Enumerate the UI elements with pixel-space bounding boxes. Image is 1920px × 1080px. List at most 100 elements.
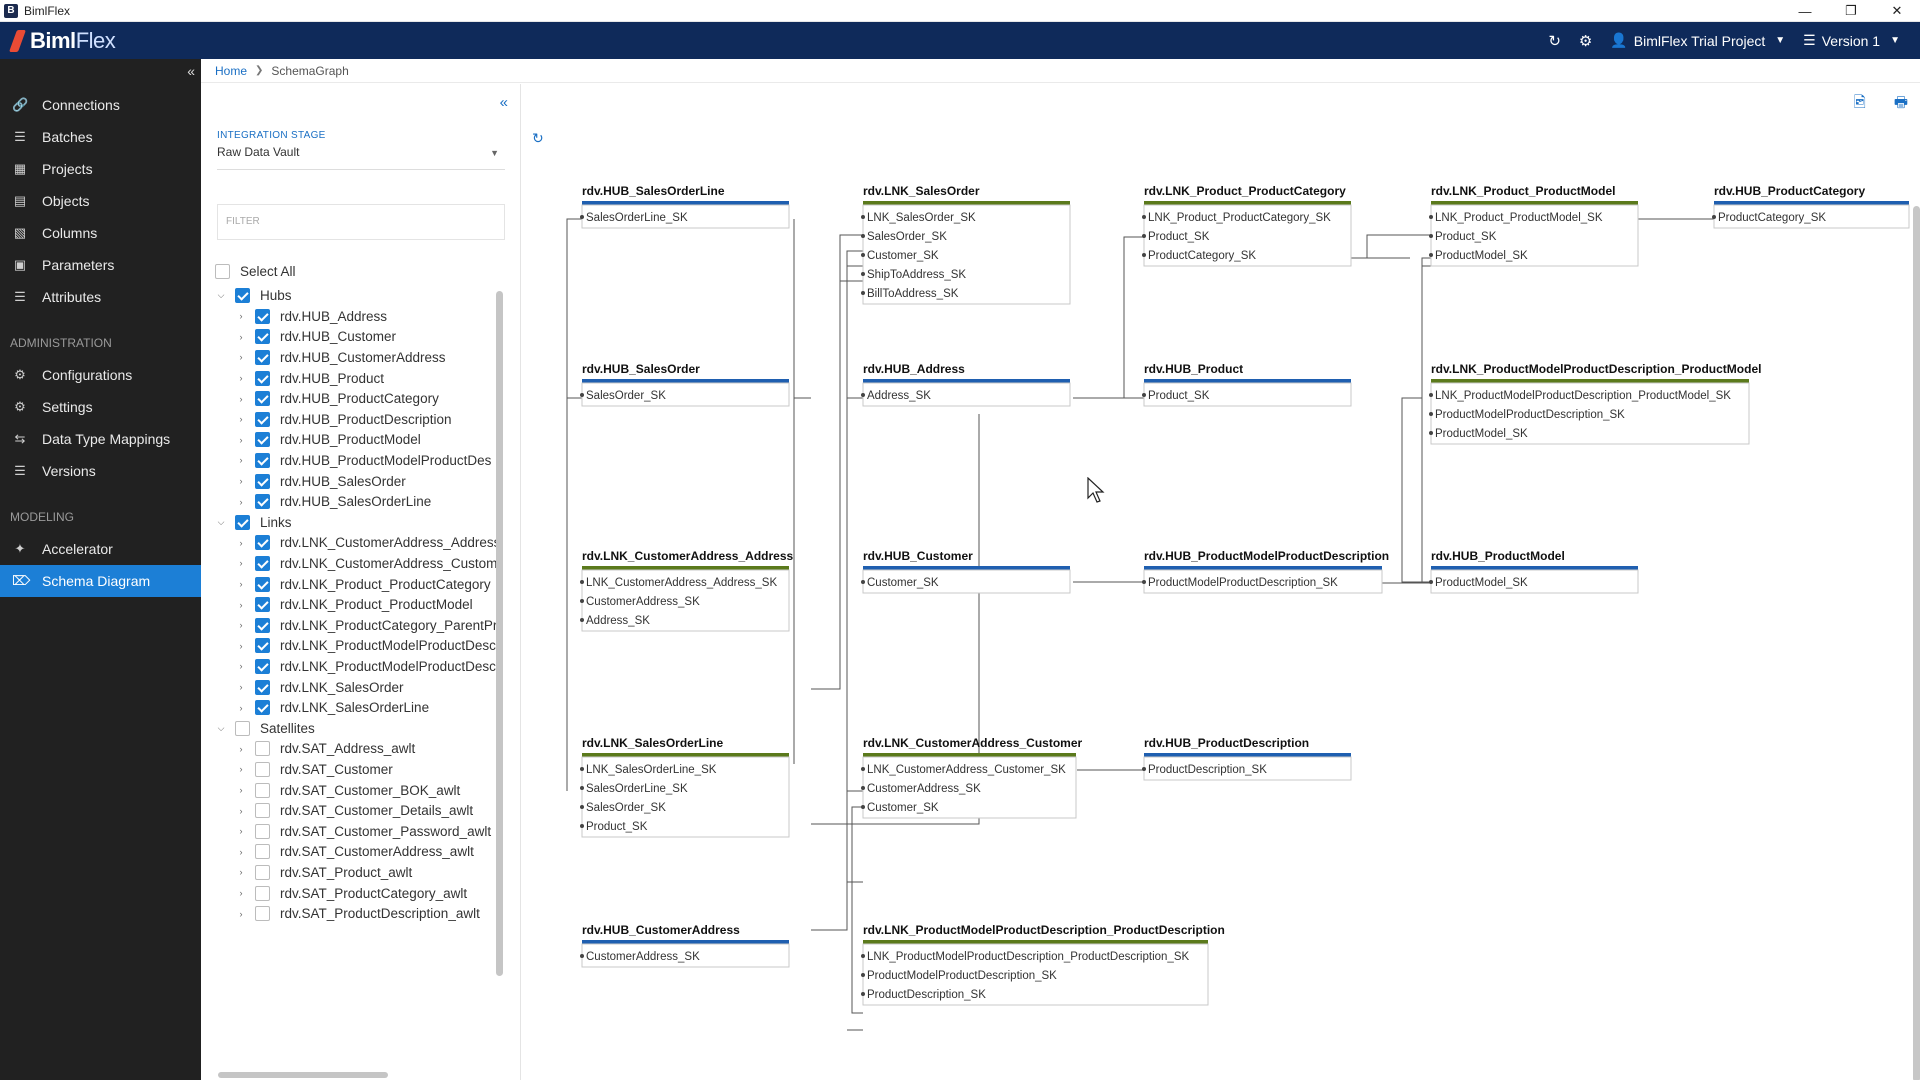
chevron-down-icon[interactable]: ⌵ bbox=[217, 722, 225, 733]
item-checkbox[interactable] bbox=[255, 658, 270, 674]
chevron-right-icon[interactable]: › bbox=[239, 764, 243, 775]
chevron-right-icon[interactable]: › bbox=[239, 743, 243, 754]
chevron-down-icon[interactable]: ⌵ bbox=[217, 290, 225, 301]
table-node[interactable]: rdv.LNK_Product_ProductCategoryLNK_Produ… bbox=[1142, 184, 1352, 267]
group-checkbox[interactable] bbox=[235, 288, 250, 304]
tree-item[interactable]: ›rdv.SAT_Product_awlt bbox=[235, 861, 412, 883]
chevron-right-icon[interactable]: › bbox=[239, 682, 243, 692]
chevron-right-icon[interactable]: › bbox=[239, 496, 243, 507]
tree-item[interactable]: ›rdv.SAT_Customer_Password_awlt bbox=[235, 820, 491, 842]
minimize-icon[interactable]: — bbox=[1798, 3, 1812, 19]
chevron-right-icon[interactable]: › bbox=[239, 888, 243, 898]
tree-item[interactable]: ›rdv.LNK_SalesOrderLine bbox=[235, 697, 429, 719]
chevron-right-icon[interactable]: › bbox=[239, 805, 243, 816]
item-checkbox[interactable] bbox=[255, 576, 270, 592]
chevron-right-icon[interactable]: › bbox=[239, 599, 243, 610]
tree-item[interactable]: ›rdv.HUB_Product bbox=[235, 367, 384, 389]
table-node[interactable]: rdv.HUB_ProductCategoryProductCategory_S… bbox=[1712, 184, 1910, 229]
group-checkbox[interactable] bbox=[235, 720, 250, 736]
table-node[interactable]: rdv.LNK_ProductModelProductDescription_P… bbox=[1429, 362, 1761, 445]
chevron-right-icon[interactable]: › bbox=[239, 867, 243, 878]
item-checkbox[interactable] bbox=[255, 452, 270, 468]
tree-item[interactable]: ›rdv.HUB_SalesOrder bbox=[235, 470, 406, 492]
diagram-scrollbar[interactable] bbox=[1913, 206, 1920, 1080]
table-node[interactable]: rdv.HUB_CustomerAddressCustomerAddress_S… bbox=[580, 923, 790, 968]
tree-item[interactable]: ›rdv.LNK_ProductModelProductDesc bbox=[235, 635, 496, 657]
item-checkbox[interactable] bbox=[255, 823, 270, 839]
chevron-right-icon[interactable]: › bbox=[239, 661, 243, 672]
chevron-right-icon[interactable]: › bbox=[239, 846, 243, 857]
chevron-right-icon[interactable]: › bbox=[239, 434, 243, 445]
sidebar-item-schema-diagram[interactable]: ⌦Schema Diagram bbox=[0, 565, 201, 597]
tree-item[interactable]: ›rdv.SAT_Customer bbox=[235, 758, 393, 780]
sidebar-item-settings[interactable]: ⚙Settings bbox=[0, 391, 201, 423]
chevron-right-icon[interactable]: › bbox=[239, 311, 243, 322]
sidebar-item-parameters[interactable]: ▣Parameters bbox=[0, 249, 201, 281]
item-checkbox[interactable] bbox=[255, 308, 270, 324]
chevron-right-icon[interactable]: › bbox=[239, 455, 243, 466]
item-checkbox[interactable] bbox=[255, 597, 270, 613]
chevron-right-icon[interactable]: › bbox=[239, 537, 243, 548]
tree-item[interactable]: ›rdv.SAT_Address_awlt bbox=[235, 738, 415, 760]
close-icon[interactable]: ✕ bbox=[1891, 3, 1903, 18]
sidebar-item-connections[interactable]: 🔗Connections bbox=[0, 89, 201, 121]
tree-item[interactable]: ›rdv.HUB_Address bbox=[235, 305, 387, 327]
chevron-right-icon[interactable]: › bbox=[239, 373, 243, 383]
tree-item[interactable]: ›rdv.LNK_ProductModelProductDesc bbox=[235, 655, 496, 677]
item-checkbox[interactable] bbox=[255, 432, 270, 448]
tree-hscrollbar[interactable] bbox=[218, 1072, 388, 1078]
version-dropdown[interactable]: ☰ Version 1 ▼ bbox=[1803, 32, 1900, 49]
sidebar-item-data-type-mappings[interactable]: ⇆Data Type Mappings bbox=[0, 423, 201, 455]
item-checkbox[interactable] bbox=[255, 741, 270, 757]
breadcrumb-home[interactable]: Home bbox=[215, 63, 248, 78]
tree-item[interactable]: ›rdv.LNK_Product_ProductModel bbox=[235, 594, 473, 616]
tree-scrollbar[interactable] bbox=[496, 291, 503, 976]
chevron-right-icon[interactable]: › bbox=[239, 702, 243, 713]
tree-item[interactable]: ›rdv.SAT_ProductCategory_awlt bbox=[235, 882, 467, 904]
chevron-right-icon[interactable]: › bbox=[239, 393, 243, 404]
sidebar-item-configurations[interactable]: ⚙Configurations bbox=[0, 359, 201, 391]
tree-item[interactable]: ›rdv.LNK_ProductCategory_ParentPr bbox=[235, 614, 497, 636]
select-all-row[interactable]: Select All bbox=[215, 260, 296, 282]
item-checkbox[interactable] bbox=[255, 638, 270, 654]
print-icon[interactable]: 🖶 bbox=[1893, 94, 1908, 111]
sidebar-item-projects[interactable]: ▦Projects bbox=[0, 153, 201, 185]
tree-item[interactable]: ›rdv.HUB_ProductDescription bbox=[235, 408, 452, 430]
tree-item[interactable]: ›rdv.LNK_CustomerAddress_Custom bbox=[235, 552, 497, 574]
chevron-right-icon[interactable]: › bbox=[239, 352, 243, 363]
tree-item[interactable]: ›rdv.HUB_Customer bbox=[235, 326, 396, 348]
group-checkbox[interactable] bbox=[235, 514, 250, 530]
tree-group-hubs[interactable]: ⌵Hubs bbox=[215, 285, 292, 307]
tree-item[interactable]: ›rdv.HUB_SalesOrderLine bbox=[235, 491, 431, 513]
gear-icon[interactable]: ⚙ bbox=[1578, 32, 1593, 50]
item-checkbox[interactable] bbox=[255, 761, 270, 777]
tree-item[interactable]: ›rdv.HUB_ProductModelProductDes bbox=[235, 449, 491, 471]
chevron-right-icon[interactable]: › bbox=[239, 476, 243, 486]
table-node[interactable]: rdv.LNK_CustomerAddress_AddressLNK_Custo… bbox=[580, 549, 793, 632]
restore-icon[interactable]: ❐ bbox=[1845, 3, 1857, 18]
item-checkbox[interactable] bbox=[255, 679, 270, 695]
table-node[interactable]: rdv.HUB_ProductDescriptionProductDescrip… bbox=[1142, 736, 1352, 781]
item-checkbox[interactable] bbox=[255, 700, 270, 716]
tree-item[interactable]: ›rdv.SAT_Customer_BOK_awlt bbox=[235, 779, 460, 801]
export-image-icon[interactable]: 🖻 bbox=[1853, 94, 1866, 111]
filter-input[interactable]: FILTER bbox=[217, 204, 505, 240]
item-checkbox[interactable] bbox=[255, 885, 270, 901]
tree-item[interactable]: ›rdv.LNK_CustomerAddress_Address bbox=[235, 532, 500, 554]
tree-item[interactable]: ›rdv.SAT_CustomerAddress_awlt bbox=[235, 841, 474, 863]
chevron-right-icon[interactable]: › bbox=[239, 620, 243, 631]
tree-item[interactable]: ›rdv.LNK_SalesOrder bbox=[235, 676, 404, 698]
chevron-right-icon[interactable]: › bbox=[239, 579, 243, 589]
chevron-right-icon[interactable]: › bbox=[239, 908, 243, 919]
item-checkbox[interactable] bbox=[255, 329, 270, 345]
item-checkbox[interactable] bbox=[255, 617, 270, 633]
project-dropdown[interactable]: 👤 BimlFlex Trial Project ▼ bbox=[1610, 32, 1785, 49]
item-checkbox[interactable] bbox=[255, 391, 270, 407]
chevron-down-icon[interactable]: ⌵ bbox=[217, 516, 225, 527]
item-checkbox[interactable] bbox=[255, 473, 270, 489]
sidebar-item-batches[interactable]: ☰Batches bbox=[0, 121, 201, 153]
